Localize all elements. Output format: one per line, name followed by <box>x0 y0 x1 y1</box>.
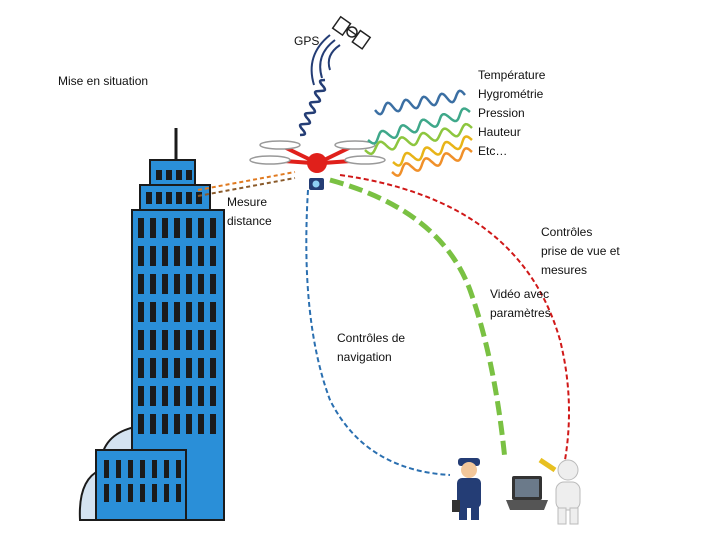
sensor-list: Température Hygrométrie Pression Hauteur… <box>478 66 545 161</box>
gps-wave <box>298 78 327 137</box>
sensor-etc: Etc… <box>478 144 508 158</box>
distance-arrows <box>197 171 296 197</box>
video-label: Vidéo avec paramètres <box>490 285 551 323</box>
building-icon <box>95 128 225 521</box>
laptop-icon <box>506 476 548 510</box>
mesure-distance-label: Mesure distance <box>227 193 272 231</box>
video-line-1: Vidéo avec <box>490 287 550 301</box>
sensor-waves <box>364 89 473 177</box>
navigation-line-1: Contrôles de <box>337 331 406 345</box>
mise-en-situation-label: Mise en situation <box>58 74 149 88</box>
gps-signal-arcs <box>310 34 341 86</box>
link-video <box>329 177 508 461</box>
drone-icon <box>249 140 386 190</box>
mesure-line-2: distance <box>227 214 272 228</box>
satellite-icon <box>331 15 372 50</box>
mesure-line-1: Mesure <box>227 195 268 209</box>
controles-prise-line-1: Contrôles <box>541 225 593 239</box>
controles-prise-line-3: mesures <box>541 263 588 277</box>
link-navigation <box>305 189 451 476</box>
gps-label: GPS <box>294 34 320 48</box>
operator-icon <box>538 457 581 525</box>
controles-prise-label: Contrôles prise de vue et mesures <box>541 223 620 280</box>
controles-prise-line-2: prise de vue et <box>541 244 620 258</box>
sensor-hygrometrie: Hygrométrie <box>478 87 544 101</box>
video-line-2: paramètres <box>490 306 551 320</box>
controles-navigation-label: Contrôles de navigation <box>337 329 405 367</box>
pilot-icon <box>452 458 481 520</box>
sensor-pression: Pression <box>478 106 525 120</box>
sensor-temperature: Température <box>478 68 546 82</box>
navigation-line-2: navigation <box>337 350 392 364</box>
sensor-hauteur: Hauteur <box>478 125 521 139</box>
camera-icon <box>309 178 324 190</box>
